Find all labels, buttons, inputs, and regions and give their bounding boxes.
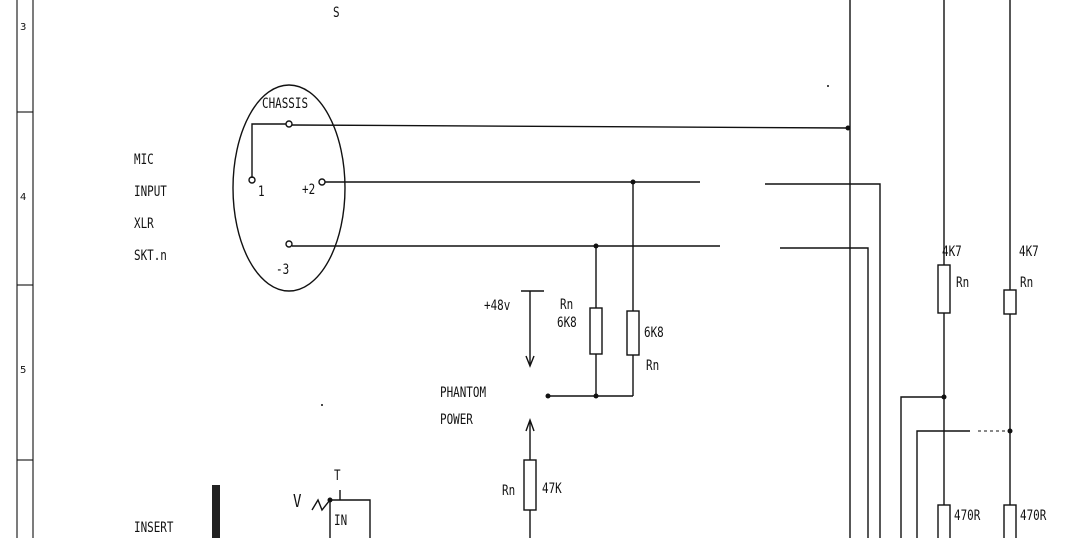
resistor-4k7-b — [1003, 289, 1017, 315]
label-input: INPUT — [134, 184, 167, 200]
resistor-470r-b — [1003, 504, 1017, 538]
resistor-470r-a — [937, 504, 951, 538]
label-4k7-a: 4K7 — [942, 244, 962, 260]
label-s: S — [333, 5, 340, 21]
label-in: IN — [334, 513, 348, 529]
resistor-6k8-right — [626, 310, 640, 356]
label-rn-47k: Rn — [502, 483, 516, 499]
label-6k8-left: 6K8 — [557, 315, 577, 331]
pin-3 — [285, 240, 293, 248]
label-chassis: CHASSIS — [262, 96, 309, 112]
label-phantom: PHANTOM — [440, 385, 487, 401]
pin-1 — [248, 176, 256, 184]
label-rn-right: Rn — [646, 358, 660, 374]
chassis-line — [291, 124, 849, 129]
resistor-6k8-left — [589, 307, 603, 355]
label-6k8-right: 6K8 — [644, 325, 664, 341]
label-v: V — [293, 491, 302, 512]
label-4k7-b: 4K7 — [1019, 244, 1039, 260]
resistor-4k7-a — [937, 264, 951, 314]
label-rn-left: Rn — [560, 297, 574, 313]
row-number-3: 3 — [20, 22, 27, 33]
row-number-5: 5 — [20, 365, 27, 376]
pin3-continuation — [780, 247, 869, 538]
pin2-continuation — [765, 183, 881, 538]
label-mic: MIC — [134, 152, 154, 168]
label-470r-a: 470R — [954, 508, 981, 524]
pin-2 — [318, 178, 326, 186]
chassis-pin — [285, 120, 293, 128]
label-insert: INSERT — [134, 520, 174, 536]
chassis-pin-wire — [251, 123, 286, 178]
label-sktn: SKT.n — [134, 248, 167, 264]
label-plus48v: +48v — [484, 298, 511, 314]
label-t: T — [334, 468, 341, 484]
row-number-4: 4 — [20, 192, 27, 203]
insert-jack-body — [212, 485, 220, 538]
label-pin2: +2 — [302, 182, 316, 198]
label-47k: 47K — [542, 481, 562, 497]
label-pin1: 1 — [258, 184, 265, 200]
label-power: POWER — [440, 412, 473, 428]
label-rn-4k7-a: Rn — [956, 275, 970, 291]
label-rn-4k7-b: Rn — [1020, 275, 1034, 291]
insert-switch — [311, 498, 371, 538]
label-xlr: XLR — [134, 216, 154, 232]
label-pin3: -3 — [276, 262, 290, 278]
label-470r-b: 470R — [1020, 508, 1047, 524]
margin-strip — [16, 0, 34, 538]
xlr-connector-outline — [232, 84, 346, 292]
resistor-47k — [523, 459, 537, 511]
